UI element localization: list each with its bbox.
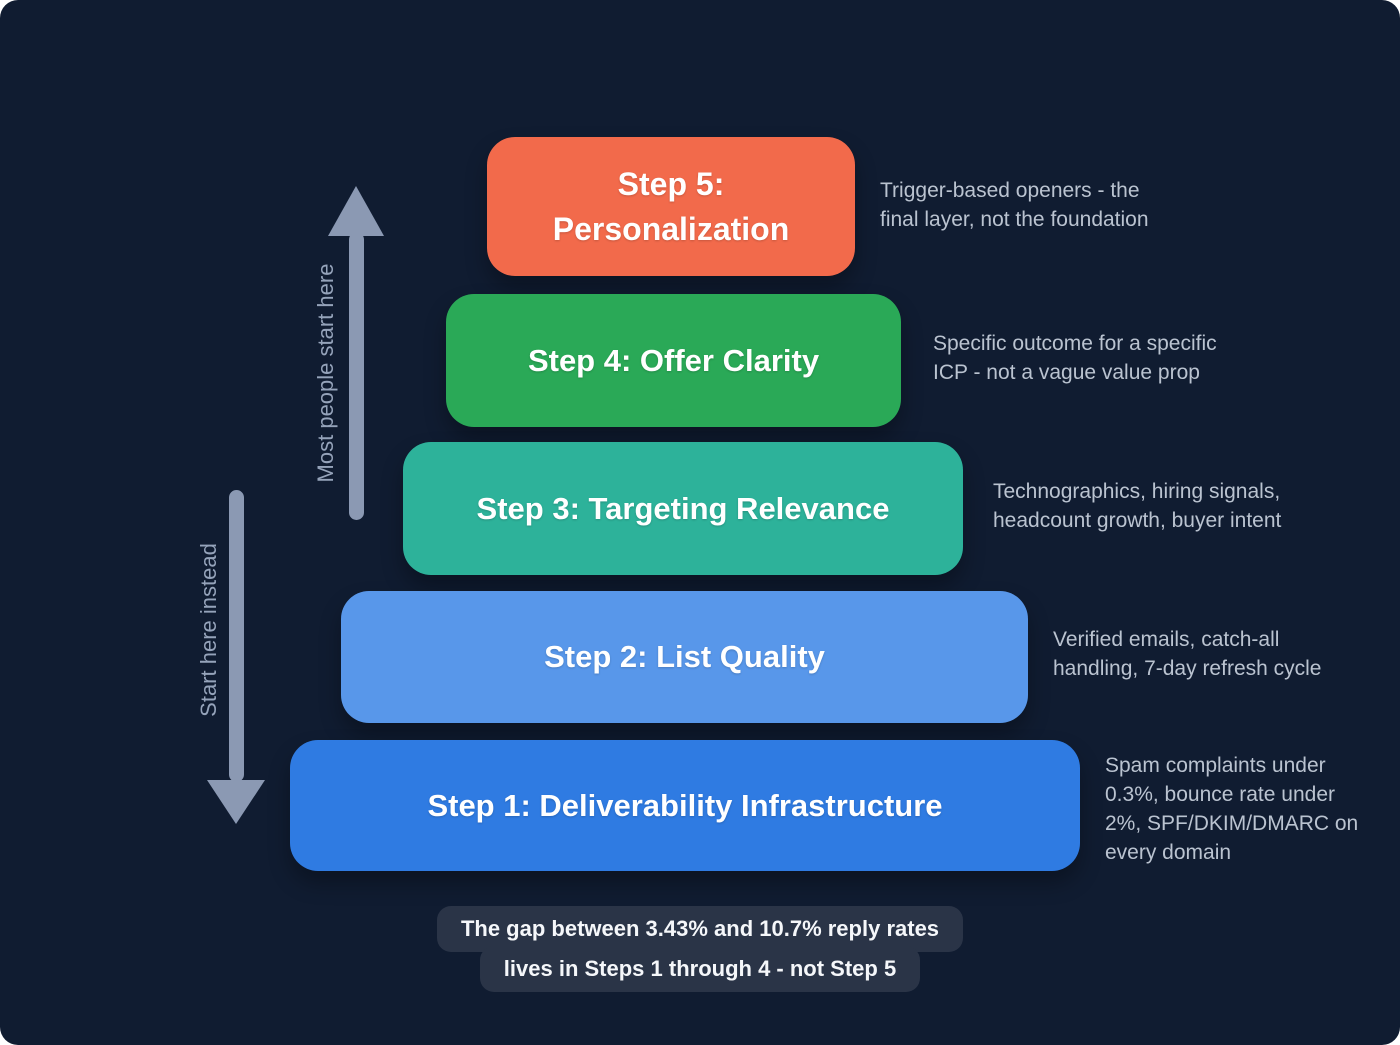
step-2-note: Verified emails, catch-all handling, 7-d… [1053, 628, 1322, 680]
step-2-label: Step 2: List Quality [544, 639, 825, 674]
caption-line-2: lives in Steps 1 through 4 - not Step 5 [479, 946, 921, 992]
step-2-box: Step 2: List Quality [341, 591, 1028, 723]
step-4-note: Specific outcome for a specific ICP - no… [933, 332, 1217, 384]
step-4-label: Step 4: Offer Clarity [527, 342, 820, 378]
caption-line-1: The gap between 3.43% and 10.7% reply ra… [436, 906, 964, 952]
step-5-label: Step 5: Personalization [552, 165, 790, 247]
caption-bubble: The gap between 3.43% and 10.7% reply ra… [0, 906, 1400, 992]
step-1-note: Spam complaints under 0.3%, bounce rate … [1105, 754, 1359, 864]
up-arrow-shaft [349, 232, 364, 520]
down-arrow-shaft [229, 490, 244, 782]
down-arrow-head [207, 780, 265, 824]
down-arrow-label: Start here instead [196, 543, 221, 717]
up-arrow-head [328, 186, 384, 236]
step-3-label: Step 3: Targeting Relevance [476, 490, 890, 526]
step-4-box: Step 4: Offer Clarity [446, 294, 901, 427]
step-3-note: Technographics, hiring signals, headcoun… [993, 480, 1282, 532]
step-1-box: Step 1: Deliverability Infrastructure [290, 740, 1080, 871]
step-5-box: Step 5: Personalization [487, 137, 855, 276]
step-1-label: Step 1: Deliverability Infrastructure [427, 787, 943, 823]
step-3-box: Step 3: Targeting Relevance [403, 442, 963, 575]
step-5-note: Trigger-based openers - the final layer,… [880, 179, 1149, 231]
up-arrow-label: Most people start here [313, 263, 338, 483]
